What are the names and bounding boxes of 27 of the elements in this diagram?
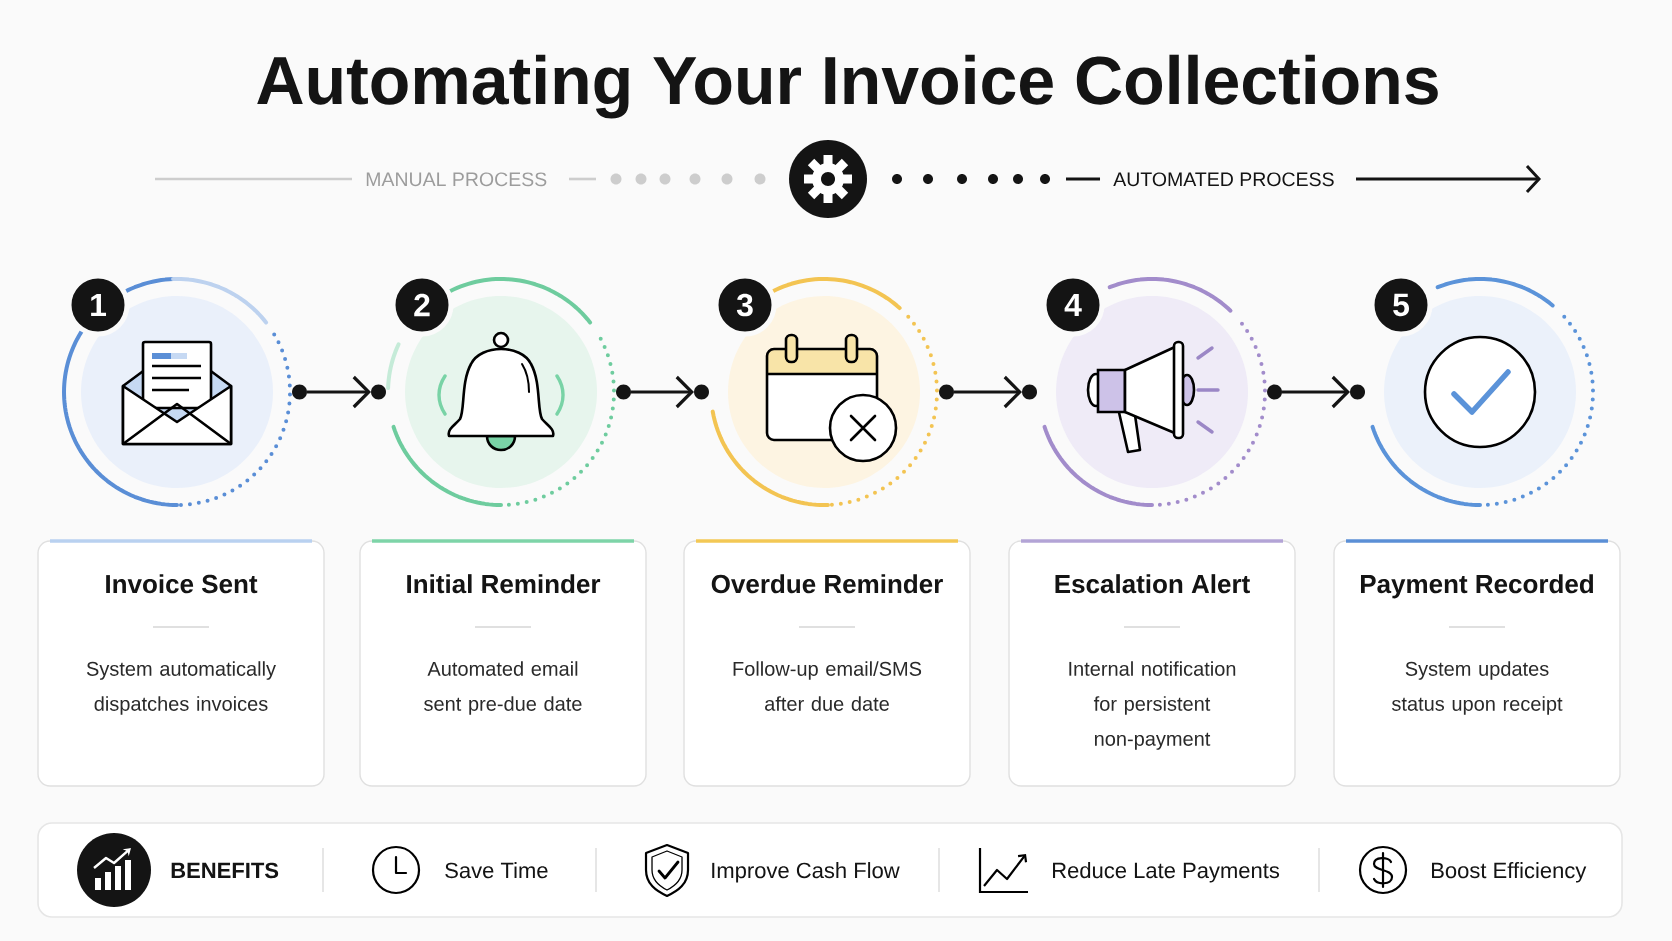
timeline-label: MANUAL PROCESS: [366, 172, 547, 187]
card-title: Overdue Reminder: [711, 574, 943, 594]
step-card: [1333, 539, 1621, 787]
step-card: [359, 539, 647, 787]
benefit-label: Boost Efficiency: [1432, 862, 1587, 883]
card-title: Payment Recorded: [1361, 574, 1593, 599]
card-text: Automated email sent pre-due date: [424, 661, 582, 715]
card-text: System automatically dispatches invoices: [86, 661, 276, 715]
benefit-label: Improve Cash Flow: [712, 862, 900, 883]
timeline-label: AUTOMATED PROCESS: [1113, 172, 1334, 187]
card-title: Invoice Sent: [106, 574, 258, 594]
step-card: [1008, 539, 1296, 787]
arrow: [1282, 375, 1350, 409]
benefits-bar: [37, 822, 1623, 918]
arrow: [307, 375, 371, 409]
card-title: Initial Reminder: [407, 574, 601, 594]
card-text: System updates status upon receipt: [1391, 661, 1563, 715]
arrow: [954, 375, 1022, 409]
card-text: Follow-up email/SMS after due date: [733, 661, 922, 711]
title: Automating Your Invoice Collections: [257, 54, 1438, 119]
benefit-label: Save Time: [445, 862, 548, 879]
step-card: [683, 539, 971, 787]
step-card: [37, 539, 325, 787]
benefit-label: Reduce Late Payments: [1053, 862, 1280, 883]
card-text: Internal notification for persistent non-payment: [1069, 661, 1236, 750]
card-title: Escalation Alert: [1055, 574, 1250, 594]
section-heading: BENEFITS: [171, 862, 279, 879]
